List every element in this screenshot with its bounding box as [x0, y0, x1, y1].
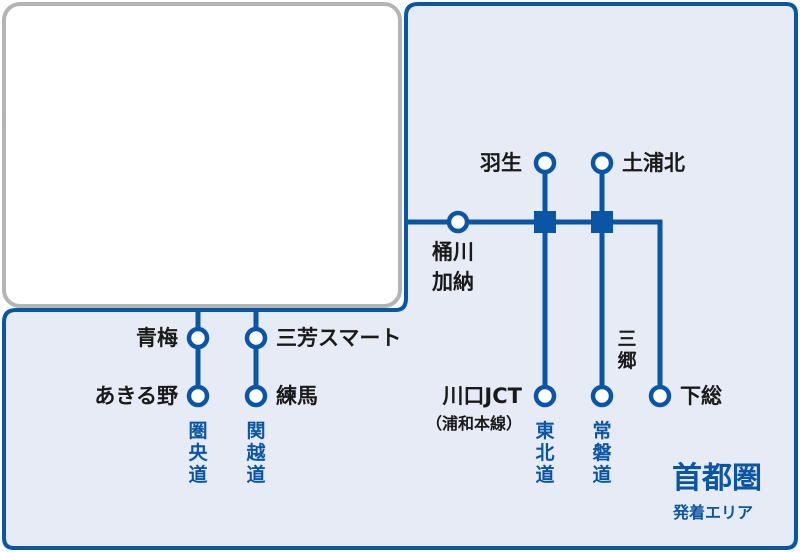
- station-marker-tsuchiura: [590, 151, 614, 175]
- station-marker-ome: [186, 326, 210, 350]
- station-okegawa-kano-1: 桶川: [432, 240, 474, 264]
- station-ome: 青梅: [136, 326, 178, 350]
- station-akiruno: あきる野: [94, 384, 178, 408]
- station-marker-nerima: [244, 384, 268, 408]
- area-title: 首都圏: [672, 461, 762, 496]
- station-marker-akiruno: [186, 384, 210, 408]
- station-kawaguchi-sub: （浦和本線）: [425, 414, 522, 433]
- station-marker-misato: [590, 384, 614, 408]
- tohoku-connector-line: [408, 219, 663, 396]
- station-nerima: 練馬: [276, 384, 318, 408]
- station-marker-hanyu: [533, 151, 557, 175]
- junction-square: [591, 211, 613, 233]
- route-joban: 常磐道: [592, 420, 612, 486]
- station-marker-okegawa: [446, 210, 470, 234]
- station-marker-shimofusa: [648, 384, 672, 408]
- station-kawaguchi: 川口JCT: [442, 384, 522, 408]
- station-marker-miyoshi: [244, 326, 268, 350]
- route-tohoku: 東北道: [535, 420, 555, 486]
- station-misato: 三郷: [617, 328, 637, 372]
- junction-square: [534, 211, 556, 233]
- route-ken-o: 圏央道: [188, 420, 208, 486]
- station-hanyu: 羽生: [480, 151, 522, 175]
- station-tsuchiura-kita: 土浦北: [622, 151, 685, 175]
- station-miyoshi: 三芳スマート: [276, 326, 402, 350]
- blank-box: [2, 2, 402, 308]
- station-shimofusa: 下総: [680, 384, 722, 408]
- area-subtitle: 発着エリア: [673, 503, 754, 522]
- route-kan-etsu: 関越道: [246, 420, 266, 486]
- station-marker-kawaguchi: [533, 384, 557, 408]
- station-okegawa-kano-2: 加納: [432, 270, 474, 294]
